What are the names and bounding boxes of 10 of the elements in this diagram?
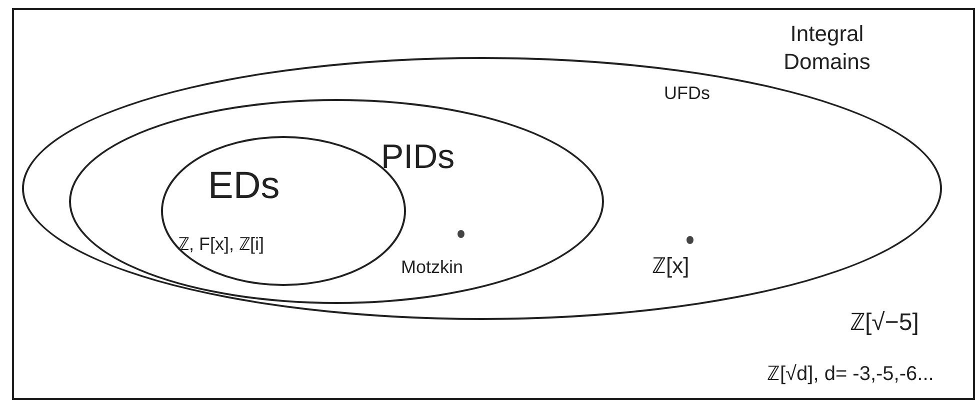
set-label: EDs (208, 164, 281, 209)
set-label: ℤ[x] (652, 252, 690, 280)
set-ellipse (69, 99, 604, 304)
set-label: Integral Domains (782, 20, 872, 75)
set-label: ℤ[√d], d= -3,-5,-6... (767, 362, 935, 387)
set-label: UFDs (664, 82, 711, 104)
set-label: Motzkin (401, 256, 464, 278)
set-label: ℤ[√−5] (850, 308, 920, 338)
set-rectangle (12, 8, 975, 400)
set-label: PIDs (381, 137, 456, 178)
